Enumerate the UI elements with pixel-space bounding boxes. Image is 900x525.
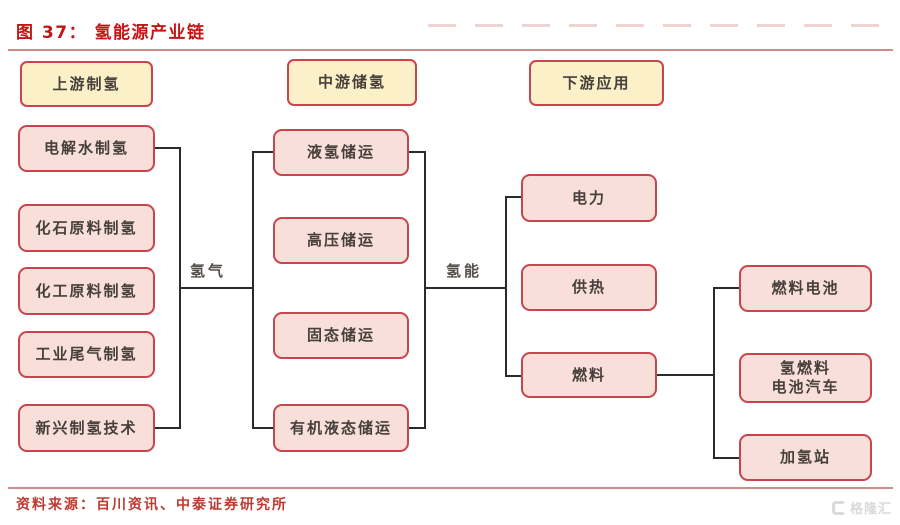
node-liquid-hydrogen-storage: 液氢储运 (273, 129, 409, 176)
node-electric-power: 电力 (521, 174, 657, 222)
connector-applications-vertical (713, 287, 715, 459)
node-fossil-feedstock-hydrogen: 化石原料制氢 (18, 204, 155, 252)
node-solid-state-storage: 固态储运 (273, 312, 409, 359)
connector-upstream-bottom-stub (155, 427, 181, 429)
connector-downstream-top-stub (507, 196, 521, 198)
node-fuel-cell-vehicle: 氢燃料 电池汽车 (739, 353, 872, 403)
figure-title: 图 37： 氢能源产业链 (16, 23, 206, 43)
node-hydrogen-refueling-station: 加氢站 (739, 434, 872, 481)
connector-midstream-right-vertical (424, 151, 426, 429)
node-heat-supply: 供热 (521, 264, 657, 311)
edge-label-hydrogen-energy: 氢能 (446, 262, 483, 280)
edge-label-hydrogen-gas: 氢气 (190, 262, 227, 280)
header-upstream: 上游制氢 (20, 61, 153, 107)
node-electrolysis-hydrogen: 电解水制氢 (18, 125, 155, 172)
node-fuel-cell: 燃料电池 (739, 265, 872, 312)
connector-fuel-link (657, 374, 713, 376)
connector-midstream-left-vertical (252, 151, 254, 429)
source-attribution: 资料来源：百川资讯、中泰证券研究所 (16, 497, 288, 513)
node-fuel: 燃料 (521, 352, 657, 398)
connector-hydrogen-gas-link (181, 287, 252, 289)
node-chemical-feedstock-hydrogen: 化工原料制氢 (18, 267, 155, 315)
top-dashed-line (428, 24, 893, 27)
gelonghui-logo-icon (831, 500, 846, 515)
connector-upstream-vertical (179, 147, 181, 429)
header-midstream: 中游储氢 (287, 59, 417, 106)
node-industrial-tailgas-hydrogen: 工业尾气制氢 (18, 331, 155, 378)
connector-midstream-right-top-stub (409, 151, 424, 153)
watermark: 格隆汇 (831, 498, 892, 517)
watermark-text: 格隆汇 (849, 502, 892, 517)
connector-midstream-left-top-stub (254, 151, 273, 153)
footer-divider (8, 487, 893, 489)
node-organic-liquid-storage: 有机液态储运 (273, 404, 409, 452)
node-high-pressure-storage: 高压储运 (273, 217, 409, 264)
header-downstream: 下游应用 (529, 60, 664, 106)
connector-downstream-bottom-stub (507, 375, 521, 377)
connector-applications-top-stub (715, 287, 739, 289)
connector-downstream-vertical (505, 196, 507, 377)
connector-upstream-top-stub (155, 147, 181, 149)
connector-midstream-right-bottom-stub (409, 427, 424, 429)
connector-hydrogen-energy-link (426, 287, 505, 289)
connector-applications-bottom-stub (715, 457, 739, 459)
node-emerging-hydrogen-tech: 新兴制氢技术 (18, 404, 155, 452)
title-underline (8, 49, 893, 51)
connector-midstream-left-bottom-stub (254, 427, 273, 429)
